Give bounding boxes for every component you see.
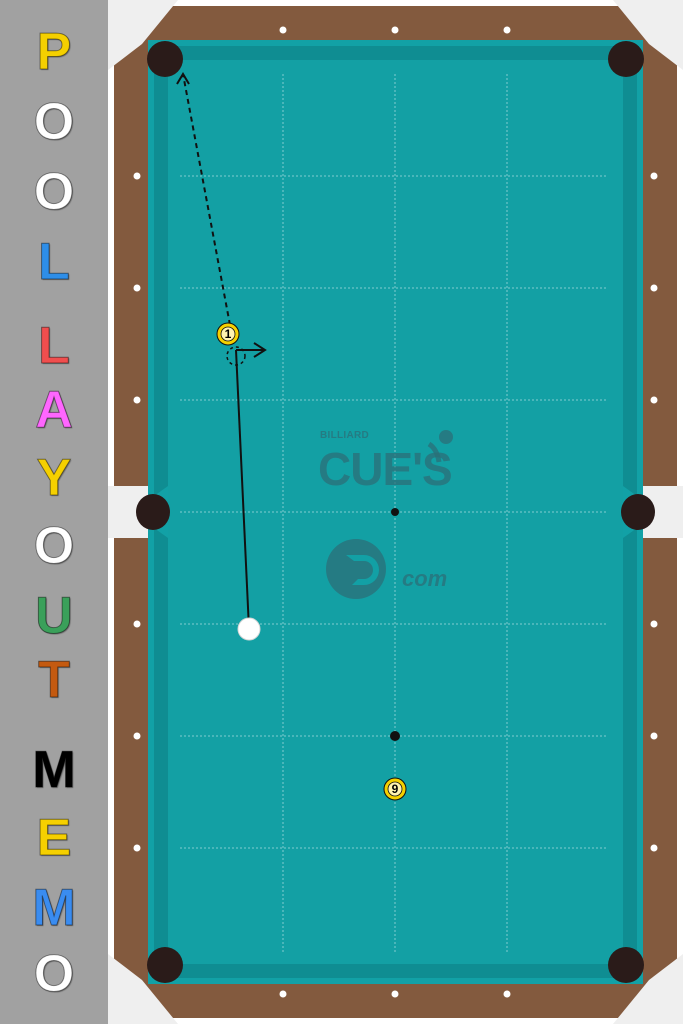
one-ball-center — [220, 326, 236, 342]
cue-ball[interactable] — [237, 617, 261, 641]
cue-deflection-arrowhead — [253, 342, 267, 358]
corner-cap-top-left — [108, 0, 178, 70]
object-ball-path — [182, 73, 231, 326]
title-letter-t: T — [38, 651, 71, 709]
title-letter-o4: O — [33, 945, 75, 1003]
pockets — [136, 41, 655, 983]
title-letter-u: U — [35, 587, 74, 645]
title-letter-o2: O — [33, 163, 75, 221]
ball-cue[interactable] — [237, 617, 261, 641]
watermark-logo — [326, 430, 453, 599]
pocket-side-left — [136, 494, 170, 530]
pocket-bottom-right — [608, 947, 644, 983]
pool-table[interactable]: 1 9 BILLIARD CUE'S com — [108, 0, 683, 1024]
cushion-right-upper — [623, 58, 637, 496]
watermark-com-text: com — [402, 566, 448, 591]
title-letter-l2: L — [38, 317, 71, 375]
corner-cap-top-right — [613, 0, 683, 70]
pocket-side-right — [621, 494, 655, 530]
one-ball-label: 1 — [225, 327, 232, 341]
nine-ball-center — [387, 781, 403, 797]
title-rail: P O O L L A Y O U T M E M O — [0, 0, 108, 1024]
corner-cap-bottom-right — [613, 954, 683, 1024]
title-letter-m1: M — [32, 741, 76, 799]
foot-spot — [390, 731, 400, 741]
pocket-bottom-left — [147, 947, 183, 983]
title-letter-o3: O — [33, 517, 75, 575]
cushion-right-lower — [623, 528, 637, 966]
title-letter-y: Y — [36, 449, 72, 507]
nine-ball-label: 9 — [392, 782, 399, 796]
watermark-cues-text: CUE'S — [318, 443, 453, 495]
corner-cap-bottom-left — [108, 954, 178, 1024]
title-letter-l1: L — [38, 233, 71, 291]
title-letter-a: A — [35, 381, 74, 439]
title-letter-m2: M — [32, 879, 76, 937]
pocket-top-right — [608, 41, 644, 77]
cushion-bottom — [164, 964, 627, 978]
rail-diamonds — [133, 26, 658, 998]
title-letter-p: P — [36, 23, 72, 81]
pool-table-svg[interactable]: 1 9 — [108, 0, 683, 1024]
pocket-top-left — [147, 41, 183, 77]
ball-nine-group[interactable]: 9 — [383, 777, 407, 801]
cushion-top — [164, 46, 627, 60]
watermark-billiard-text: BILLIARD — [320, 430, 370, 441]
ghost-ball — [226, 346, 246, 366]
cushion-left-upper — [154, 58, 168, 496]
cushion-left-lower — [154, 528, 168, 966]
ball-one-group[interactable]: 1 — [216, 322, 240, 346]
title-letter-e: E — [36, 809, 72, 867]
title-letter-o1: O — [33, 93, 75, 151]
center-spot — [391, 508, 399, 516]
cue-ball-path — [235, 349, 250, 630]
shot-paths — [176, 72, 267, 630]
object-ball-arrowhead — [176, 72, 190, 85]
